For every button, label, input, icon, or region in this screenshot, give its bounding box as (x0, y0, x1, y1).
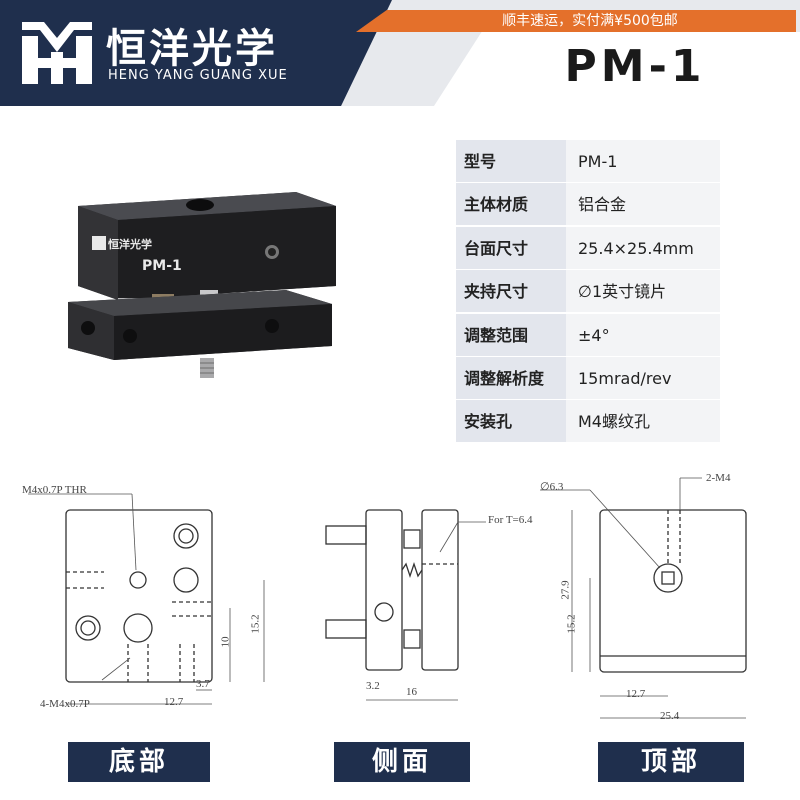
dim-top-12-7: 12.7 (626, 688, 646, 700)
promo-banner (356, 10, 796, 32)
dim-top-25-4: 25.4 (660, 710, 680, 722)
spec-key: 夹持尺寸 (456, 270, 566, 314)
dim-bottom-10: 10 (219, 636, 232, 648)
photo-label-model: PM-1 (142, 258, 182, 274)
spec-value: M4螺纹孔 (566, 400, 720, 444)
dim-top-15-2: 15.2 (565, 614, 578, 634)
promo-text: 顺丰速运，实付满¥500包邮 (502, 13, 678, 29)
spec-row: 主体材质铝合金 (456, 183, 720, 227)
spec-key: 调整范围 (456, 313, 566, 357)
technical-drawings (28, 477, 747, 719)
dim-bottom-15-2: 15.2 (249, 614, 262, 634)
spec-row: 调整范围±4° (456, 313, 720, 357)
callout-diameter: ∅6.3 (540, 481, 564, 493)
brand-name-cn: 恒洋光学 (106, 26, 278, 72)
callout-m4: 2-M4 (706, 472, 731, 484)
spec-key: 型号 (456, 140, 566, 183)
spec-row: 夹持尺寸∅1英寸镜片 (456, 270, 720, 314)
dim-side-3-2: 3.2 (366, 680, 380, 692)
spec-key: 主体材质 (456, 183, 566, 227)
spec-key: 安装孔 (456, 400, 566, 444)
view-bottom-button[interactable]: 底部 (68, 742, 210, 782)
brand-logo-icon (22, 22, 92, 84)
photo-label-brand: 恒洋光学 (108, 237, 152, 251)
spec-key: 台面尺寸 (456, 226, 566, 270)
dim-bottom-3-7: 3.7 (196, 678, 210, 690)
callout-thickness: For T=6.4 (488, 514, 533, 526)
spec-value: 15mrad/rev (566, 356, 720, 400)
dim-bottom-12-7: 12.7 (164, 696, 184, 708)
product-photo: 恒洋光学 PM-1 (68, 192, 336, 378)
spec-value: ∅1英寸镜片 (566, 270, 720, 314)
brand-banner (0, 0, 392, 106)
brand-name-en: HENG YANG GUANG XUE (108, 68, 288, 83)
callout-holes: 4-M4x0.7P (40, 698, 90, 710)
page-title: PM-1 (564, 41, 706, 92)
spec-key: 调整解析度 (456, 356, 566, 400)
spec-value: 25.4×25.4mm (566, 226, 720, 270)
view-top-button[interactable]: 顶部 (598, 742, 744, 782)
model-plate (434, 32, 800, 106)
dim-side-16: 16 (406, 686, 417, 698)
dim-top-27-9: 27.9 (559, 580, 572, 600)
spec-value: PM-1 (566, 140, 720, 183)
spec-value: ±4° (566, 313, 720, 357)
callout-thr: M4x0.7P THR (22, 484, 87, 496)
spec-value: 铝合金 (566, 183, 720, 227)
view-side-button[interactable]: 侧面 (334, 742, 470, 782)
